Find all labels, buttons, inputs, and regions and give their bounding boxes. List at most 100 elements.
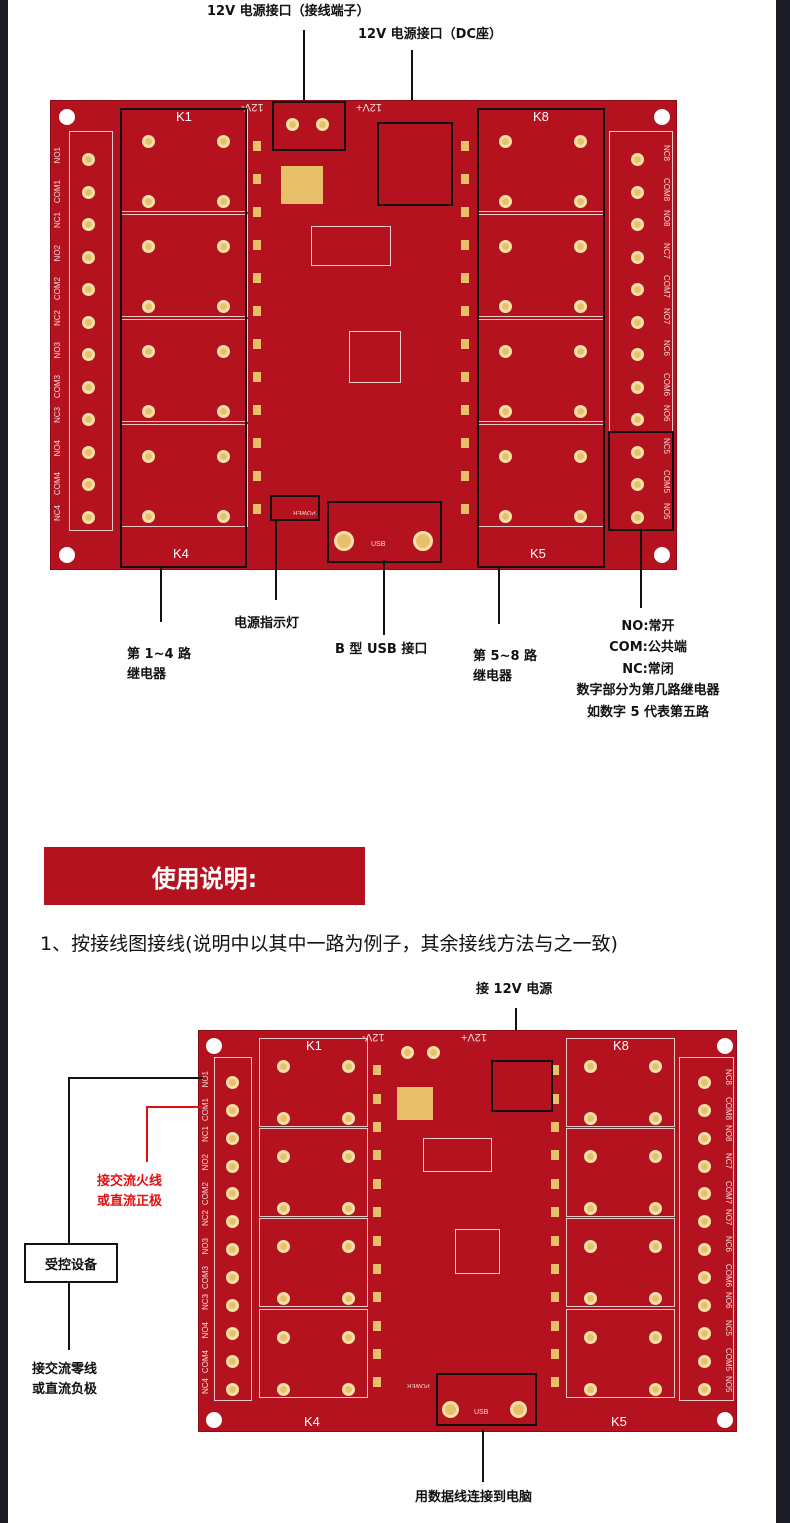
terminal-pin <box>226 1271 239 1284</box>
terminal-label: NC7 <box>724 1153 733 1170</box>
label-line: 继电器 <box>473 668 513 684</box>
mounting-hole <box>206 1412 222 1428</box>
relay-pin <box>584 1150 597 1163</box>
smd-component <box>373 1094 381 1104</box>
label-terminal-power: 12V 电源接口（接线端子） <box>207 4 370 19</box>
smd-component <box>253 174 261 184</box>
label-dc-power: 12V 电源接口（DC座） <box>358 27 503 42</box>
relay <box>566 1218 675 1307</box>
terminal-label: NC3 <box>53 407 62 424</box>
smd-component <box>253 141 261 151</box>
terminal-label: NO1 <box>201 1071 210 1088</box>
terminal-pin <box>631 316 644 329</box>
relay-pin <box>649 1150 662 1163</box>
ic-chip <box>423 1138 492 1172</box>
usb-label: USB <box>474 1409 489 1416</box>
relay-pin <box>649 1112 662 1125</box>
relay-label: K5 <box>530 546 546 561</box>
terminal-label: NC8 <box>724 1069 733 1086</box>
power-terminal-pin <box>286 118 299 131</box>
mounting-hole <box>717 1412 733 1428</box>
label-line: 继电器 <box>127 666 167 682</box>
terminal-label: NC3 <box>201 1294 210 1311</box>
power-plus-label: 12V+ <box>461 1031 487 1043</box>
terminal-pin <box>631 478 644 491</box>
terminal-label: COM7 <box>662 275 671 299</box>
terminal-strip-left <box>214 1057 252 1401</box>
terminal-label: COM5 <box>662 470 671 494</box>
terminal-pin <box>631 186 644 199</box>
relay <box>259 1128 368 1217</box>
relay-pin <box>217 450 230 463</box>
pointer-line <box>160 567 162 622</box>
terminal-pin <box>631 218 644 231</box>
terminal-pin <box>82 348 95 361</box>
relay-pin <box>584 1331 597 1344</box>
power-terminal-pin <box>316 118 329 131</box>
label-relays-1-4: 第 1~4 路继电器 <box>127 645 191 684</box>
smd-component <box>461 207 469 217</box>
terminal-label: COM7 <box>724 1181 733 1205</box>
terminal-pin <box>226 1104 239 1117</box>
wire-com1 <box>146 1106 203 1108</box>
relay-pin <box>217 240 230 253</box>
terminal-pin <box>698 1271 711 1284</box>
relay-pin <box>574 240 587 253</box>
terminal-pin <box>82 283 95 296</box>
terminal-pin <box>82 218 95 231</box>
usb-pad <box>442 1401 459 1418</box>
smd-component <box>253 306 261 316</box>
power-plus-label: 12V+ <box>356 101 382 113</box>
label-legend: NO:常开 COM:公共端 NC:常闭 数字部分为第几路继电器 如数字 5 代表… <box>558 616 738 723</box>
smd-component <box>253 273 261 283</box>
label-line: 接交流火线 <box>97 1174 163 1189</box>
relay-pin <box>499 135 512 148</box>
smd-component <box>373 1065 381 1075</box>
terminal-label: NC1 <box>201 1126 210 1143</box>
terminal-pin <box>82 251 95 264</box>
label-usb-pc: 用数据线连接到电脑 <box>415 1490 533 1505</box>
usb-pad <box>413 531 433 551</box>
smd-component <box>461 240 469 250</box>
relay-pin <box>574 300 587 313</box>
terminal-label: NO2 <box>201 1154 210 1171</box>
terminal-label: NC6 <box>724 1236 733 1253</box>
relay-pin <box>499 450 512 463</box>
smd-component <box>551 1377 559 1387</box>
relay-pin <box>217 135 230 148</box>
terminal-pin <box>698 1355 711 1368</box>
relay-pin <box>142 450 155 463</box>
mounting-hole <box>717 1038 733 1054</box>
terminal-label: NO7 <box>662 308 671 325</box>
smd-component <box>373 1377 381 1387</box>
terminal-pin <box>698 1243 711 1256</box>
terminal-pin <box>631 381 644 394</box>
relay-pin <box>342 1383 355 1396</box>
terminal-pin <box>226 1243 239 1256</box>
mounting-hole <box>654 547 670 563</box>
smd-component <box>461 438 469 448</box>
step-1-text: 1、按接线图接线(说明中以其中一路为例子，其余接线方法与之一致) <box>40 933 618 955</box>
relay-pin <box>649 1331 662 1344</box>
pointer-line <box>411 50 413 122</box>
terminal-pin <box>226 1215 239 1228</box>
controlled-device-box: 受控设备 <box>24 1243 118 1283</box>
terminal-label: NO8 <box>724 1125 733 1142</box>
terminal-pin <box>698 1132 711 1145</box>
terminal-pin <box>631 251 644 264</box>
pointer-line <box>640 530 642 608</box>
terminal-pin <box>82 511 95 524</box>
smd-component <box>551 1094 559 1104</box>
relay-pin <box>342 1150 355 1163</box>
relay-pin <box>217 195 230 208</box>
smd-component <box>551 1236 559 1246</box>
relay-pin <box>277 1060 290 1073</box>
terminal-label: NC2 <box>53 310 62 327</box>
relay-pin <box>342 1202 355 1215</box>
terminal-label: NC5 <box>662 438 671 455</box>
terminal-label: NO4 <box>201 1322 210 1339</box>
relay-pin <box>574 195 587 208</box>
terminal-pin <box>82 381 95 394</box>
smd-component <box>253 405 261 415</box>
